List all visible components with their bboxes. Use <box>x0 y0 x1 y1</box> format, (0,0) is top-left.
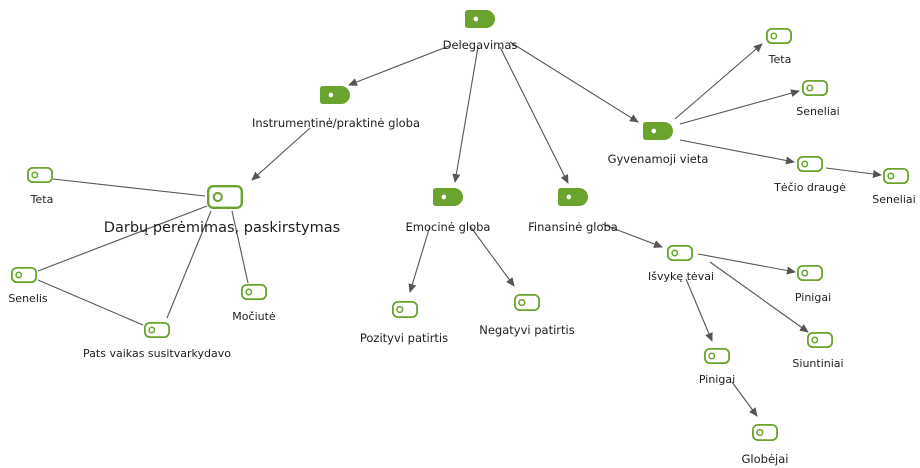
code-outline-icon <box>240 283 268 300</box>
node-label-pozityvi: Pozityvi patirtis <box>359 331 449 345</box>
edge-isvyke-to-siuntiniai <box>709 261 809 333</box>
node-label-siuntiniai: Siuntiniai <box>792 357 844 370</box>
edge-delegavimas-to-emocine <box>452 46 479 183</box>
edge-teta1-to-darbu <box>52 178 206 197</box>
code-filled-icon <box>433 188 463 206</box>
edge-finansine-to-isvyke <box>601 223 663 248</box>
code-outline-icon <box>796 264 824 281</box>
node-label-gyvenamoji: Gyvenamoji vieta <box>607 152 709 166</box>
edge-senelis-to-darbu <box>37 205 208 272</box>
code-filled-icon <box>465 10 495 28</box>
edge-isvyke-to-pinigai2 <box>685 278 713 342</box>
node-label-mociute: Močiutė <box>232 310 276 323</box>
node-label-darbu: Darbų perėmimas, paskirstymas <box>103 220 341 236</box>
edge-tecio-to-seneliai2 <box>825 167 882 178</box>
code-outline-icon <box>10 266 38 283</box>
edge-gyvenamoji-to-tecio <box>679 139 795 165</box>
edge-senelis-to-pats <box>37 279 144 326</box>
node-label-teta1: Teta <box>30 193 54 206</box>
edge-isvyke-to-pinigai1 <box>697 253 796 275</box>
edge-pats-to-darbu <box>166 210 212 319</box>
code-outline-icon <box>391 300 419 318</box>
node-label-pats: Pats vaikas susitvarkydavo <box>83 347 231 360</box>
code-outline-icon <box>666 244 694 261</box>
code-filled-icon <box>643 122 673 140</box>
node-label-seneliai2: Seneliai <box>872 193 916 206</box>
code-outline-icon <box>513 293 541 311</box>
code-outline-icon <box>796 155 824 172</box>
node-label-globejai: Globėjai <box>741 452 789 466</box>
node-label-senelis: Senelis <box>8 292 48 305</box>
node-label-teta2: Teta <box>768 53 792 66</box>
edge-gyvenamoji-to-teta2 <box>674 43 763 120</box>
node-label-isvyke: Išvykę tėvai <box>647 270 715 283</box>
edge-delegavimas-to-gyvenamoji <box>509 41 639 123</box>
code-outline-icon <box>207 185 243 210</box>
node-label-negatyvi: Negatyvi patirtis <box>479 323 575 337</box>
code-outline-icon <box>143 321 171 338</box>
node-label-tecio: Tėčio draugė <box>774 181 846 194</box>
code-outline-icon <box>765 27 793 44</box>
node-label-instrumentine: Instrumentinė/praktinė globa <box>251 116 421 130</box>
edge-gyvenamoji-to-seneliai1 <box>679 89 800 125</box>
edge-delegavimas-to-instrumentine <box>348 45 450 86</box>
code-outline-icon <box>882 167 910 184</box>
code-filled-icon <box>558 188 588 206</box>
code-filled-icon <box>320 86 350 104</box>
node-label-seneliai1: Seneliai <box>796 105 840 118</box>
node-label-pinigai2: Pinigai <box>698 373 736 386</box>
code-outline-icon <box>801 79 829 96</box>
node-label-emocine: Emocinė globa <box>405 220 491 234</box>
edge-emocine-to-negatyvi <box>469 225 515 287</box>
node-label-pinigai1: Pinigai <box>794 291 832 304</box>
code-outline-icon <box>806 331 834 348</box>
edge-pinigai2-to-globejai <box>731 381 758 417</box>
node-label-delegavimas: Delegavimas <box>442 38 518 52</box>
node-label-finansine: Finansinė globa <box>528 220 618 234</box>
code-outline-icon <box>703 347 731 364</box>
code-outline-icon <box>26 166 54 183</box>
code-outline-icon <box>751 423 779 441</box>
edge-emocine-to-pozityvi <box>408 225 431 293</box>
edge-delegavimas-to-finansine <box>499 46 569 184</box>
edge-mociute-to-darbu <box>231 210 249 284</box>
edge-instrumentine-to-darbu <box>251 127 311 181</box>
